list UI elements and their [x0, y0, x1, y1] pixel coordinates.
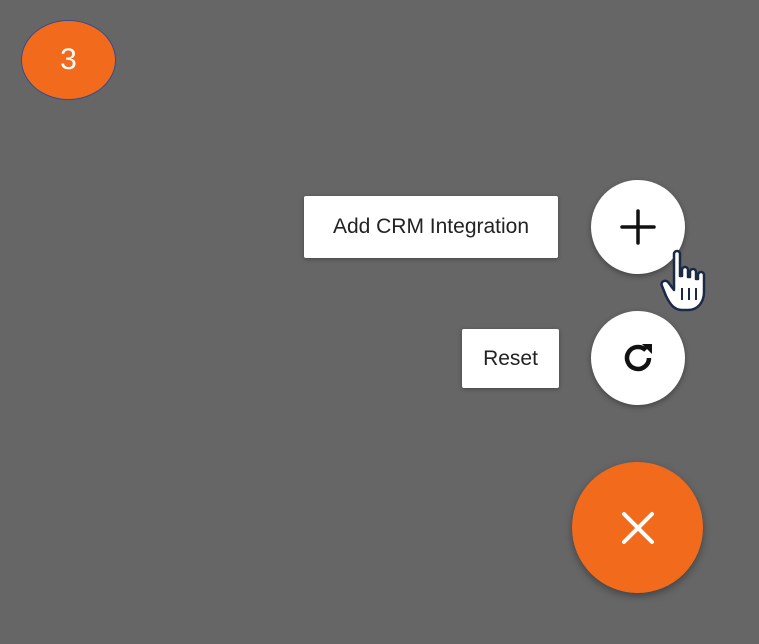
- refresh-icon: [624, 344, 652, 372]
- add-crm-integration-button[interactable]: [591, 180, 685, 274]
- add-crm-integration-label[interactable]: Add CRM Integration: [304, 196, 558, 258]
- speed-dial-close-button[interactable]: [572, 462, 703, 593]
- step-number-badge: 3: [21, 20, 116, 100]
- reset-label[interactable]: Reset: [462, 329, 559, 388]
- reset-button[interactable]: [591, 311, 685, 405]
- plus-icon: [620, 209, 656, 245]
- close-icon: [621, 511, 654, 544]
- step-number: 3: [60, 43, 77, 76]
- reset-label-text: Reset: [483, 346, 538, 370]
- add-crm-integration-label-text: Add CRM Integration: [332, 215, 530, 238]
